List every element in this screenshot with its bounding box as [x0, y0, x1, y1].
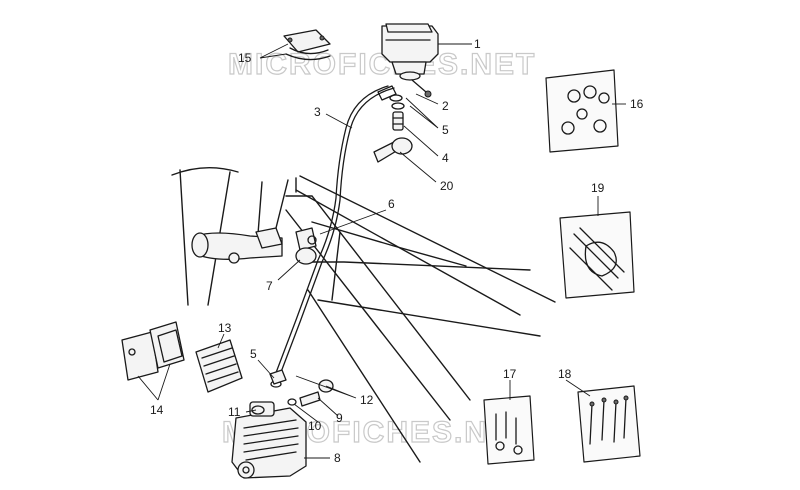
hose-fitting-top: [377, 85, 397, 101]
reservoir-cap: [283, 29, 331, 61]
master-cylinder: [381, 23, 439, 81]
washer-top: [389, 94, 405, 110]
callout-18: 18: [558, 367, 572, 381]
brake-hose: [277, 87, 395, 381]
callout-labels: 1 2 3 4 5 5 6 7 8 9 10 11 12 13 14 15 16…: [150, 37, 644, 465]
watermark-top: MICROFICHES.NET: [228, 48, 536, 81]
leader-lines: [137, 43, 626, 459]
callout-16: 16: [630, 97, 644, 111]
callout-8: 8: [334, 451, 341, 465]
callout-5-bottom: 5: [250, 347, 257, 361]
kit-bag-19: [559, 211, 635, 299]
kit-bag-18: [577, 385, 641, 463]
banjo-bolt: [392, 111, 404, 131]
callout-12: 12: [360, 393, 374, 407]
kit-bag-17: [483, 395, 535, 465]
bleed-screw: [251, 405, 265, 415]
callout-20: 20: [440, 179, 454, 193]
steering-cross-tube: [191, 227, 283, 264]
callout-11: 11: [228, 405, 241, 419]
banjo-union: [373, 137, 413, 163]
screw-part: [411, 79, 432, 98]
callout-19: 19: [591, 181, 605, 195]
brake-hose-inner: [273, 85, 389, 379]
callout-15: 15: [238, 51, 252, 65]
brake-caliper: [231, 401, 307, 479]
callout-9: 9: [336, 411, 343, 425]
brake-pads: [121, 321, 185, 381]
pad-shim: [195, 339, 243, 393]
callout-14: 14: [150, 403, 164, 417]
callout-7: 7: [266, 279, 273, 293]
lower-fittings: [269, 369, 334, 407]
callout-2: 2: [442, 99, 449, 113]
hose-guide-clip: [295, 227, 317, 265]
callout-4: 4: [442, 151, 449, 165]
kit-bag-16: [545, 69, 619, 153]
callout-5-top: 5: [442, 123, 449, 137]
callout-10: 10: [308, 419, 322, 433]
callout-1: 1: [474, 37, 481, 51]
callout-13: 13: [218, 321, 232, 335]
callout-6: 6: [388, 197, 395, 211]
callout-17: 17: [503, 367, 517, 381]
callout-3: 3: [314, 105, 321, 119]
